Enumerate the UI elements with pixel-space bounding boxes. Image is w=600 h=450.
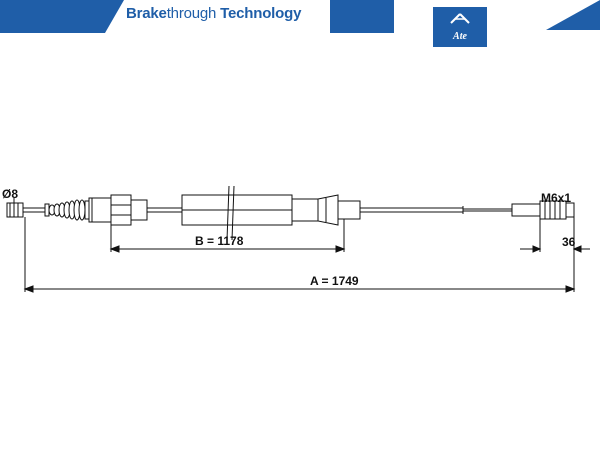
brand-title-light: through	[166, 5, 217, 22]
left-diameter-label: Ø8	[2, 187, 18, 201]
brand-title-tail: Technology	[216, 5, 302, 22]
left-end-fitting	[6, 202, 24, 218]
brand-title-bold: Brake	[126, 5, 167, 22]
dimension-b-label: B = 1178	[195, 234, 244, 248]
break-marks	[226, 185, 235, 241]
thread-size-label: M6x1	[541, 191, 571, 205]
hex-nut	[110, 194, 132, 226]
dimension-b	[109, 219, 346, 253]
ate-logo: Ate	[433, 7, 487, 47]
ate-logo-icon	[450, 13, 470, 24]
ate-logo-text: Ate	[453, 31, 467, 42]
dimension-a	[23, 217, 576, 293]
threaded-end	[511, 203, 541, 217]
dimension-a-label: A = 1749	[310, 274, 359, 288]
rubber-boot	[44, 197, 112, 223]
header-band	[0, 0, 394, 33]
dimension-36-label: 36	[562, 235, 576, 249]
corner-triangle	[546, 0, 600, 30]
cable-body	[6, 194, 575, 226]
dimension-36	[520, 217, 590, 253]
brand-title: Brakethrough Technology	[126, 5, 301, 22]
header-bar: Brakethrough Technology Ate	[0, 0, 600, 47]
